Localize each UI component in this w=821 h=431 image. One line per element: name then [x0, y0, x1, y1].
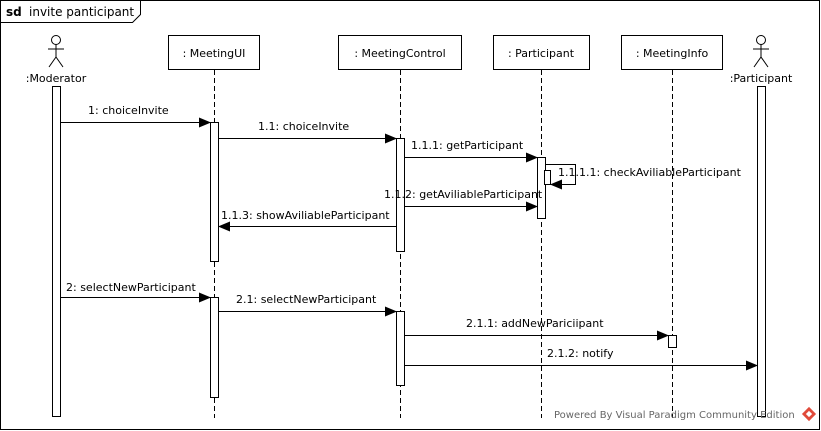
frame-keyword: sd	[6, 5, 22, 19]
message-1-1-3-show-aviliable-participant[interactable]: 1.1.3: showAviliableParticipant	[218, 209, 396, 232]
message-1-1-1-1-label: 1.1.1.1: checkAviliableParticipant	[558, 166, 742, 179]
meeting-control-activation-1	[396, 138, 405, 252]
meeting-control-object[interactable]: : MeetingControl	[338, 35, 462, 70]
message-1-1-3-label: 1.1.3: showAviliableParticipant	[221, 209, 390, 222]
message-2-1-2-label: 2.1.2: notify	[547, 347, 614, 360]
message-1-1-1-1-check-aviliable-participant[interactable]: 1.1.1.1: checkAviliableParticipant	[546, 164, 742, 190]
message-2-1-2-notify[interactable]: 2.1.2: notify	[405, 347, 758, 371]
message-1-1-choice-invite[interactable]: 1.1: choiceInvite	[219, 120, 397, 144]
participant-actor-activation	[757, 86, 766, 417]
participant-object-activation	[537, 157, 546, 219]
meeting-info-object[interactable]: : MeetingInfo	[621, 35, 723, 70]
activation-bars	[52, 86, 766, 417]
message-1-1-2-label: 1.1.2: getAviliableParticipant	[384, 188, 543, 201]
moderator-actor[interactable]: :Moderator	[26, 35, 87, 86]
meeting-control-activation-2	[396, 311, 405, 386]
message-2-1-1-add-new-pariciipant[interactable]: 2.1.1: addNewPariciipant	[405, 317, 669, 341]
message-1-label: 1: choiceInvite	[88, 104, 169, 117]
message-2-1-label: 2.1: selectNewParticipant	[236, 293, 377, 306]
message-1-1-label: 1.1: choiceInvite	[258, 120, 349, 133]
meeting-control-label: : MeetingControl	[354, 47, 445, 60]
message-1-1-1-label: 1.1.1: getParticipant	[411, 139, 524, 152]
frame-title: invite panticipant	[29, 5, 134, 19]
participant-object-label: : Participant	[508, 47, 575, 60]
message-2-1-select-new-participant[interactable]: 2.1: selectNewParticipant	[219, 293, 397, 317]
participant-self-activation	[544, 170, 551, 185]
visual-paradigm-logo-icon	[801, 406, 817, 422]
meeting-ui-activation-2	[210, 297, 219, 398]
moderator-activation	[52, 86, 61, 417]
message-1-1-1-get-participant[interactable]: 1.1.1: getParticipant	[405, 139, 538, 163]
message-2-1-1-label: 2.1.1: addNewPariciipant	[466, 317, 604, 330]
meeting-ui-label: : MeetingUI	[183, 47, 246, 60]
participant-actor[interactable]: :Participant	[730, 35, 793, 86]
watermark: Powered By Visual Paradigm Community Edi…	[554, 406, 817, 422]
moderator-stick-figure-icon	[48, 35, 64, 68]
message-1-choice-invite[interactable]: 1: choiceInvite	[61, 104, 211, 128]
moderator-label: :Moderator	[26, 72, 87, 85]
watermark-text: Powered By Visual Paradigm Community Edi…	[554, 410, 795, 421]
meeting-info-activation	[668, 335, 677, 348]
participant-object[interactable]: : Participant	[493, 35, 590, 70]
meeting-ui-activation-1	[210, 122, 219, 262]
message-1-1-2-get-aviliable-participant[interactable]: 1.1.2: getAviliableParticipant	[384, 188, 543, 212]
messages: 1: choiceInvite 1.1: choiceInvite 1.1.1:…	[61, 104, 758, 371]
meeting-ui-object[interactable]: : MeetingUI	[168, 35, 260, 70]
message-2-label: 2: selectNewParticipant	[66, 281, 196, 294]
participant-stick-figure-icon	[753, 35, 769, 68]
participant-actor-label: :Participant	[730, 72, 793, 85]
message-2-select-new-participant[interactable]: 2: selectNewParticipant	[61, 281, 211, 303]
meeting-info-label: : MeetingInfo	[636, 47, 709, 60]
